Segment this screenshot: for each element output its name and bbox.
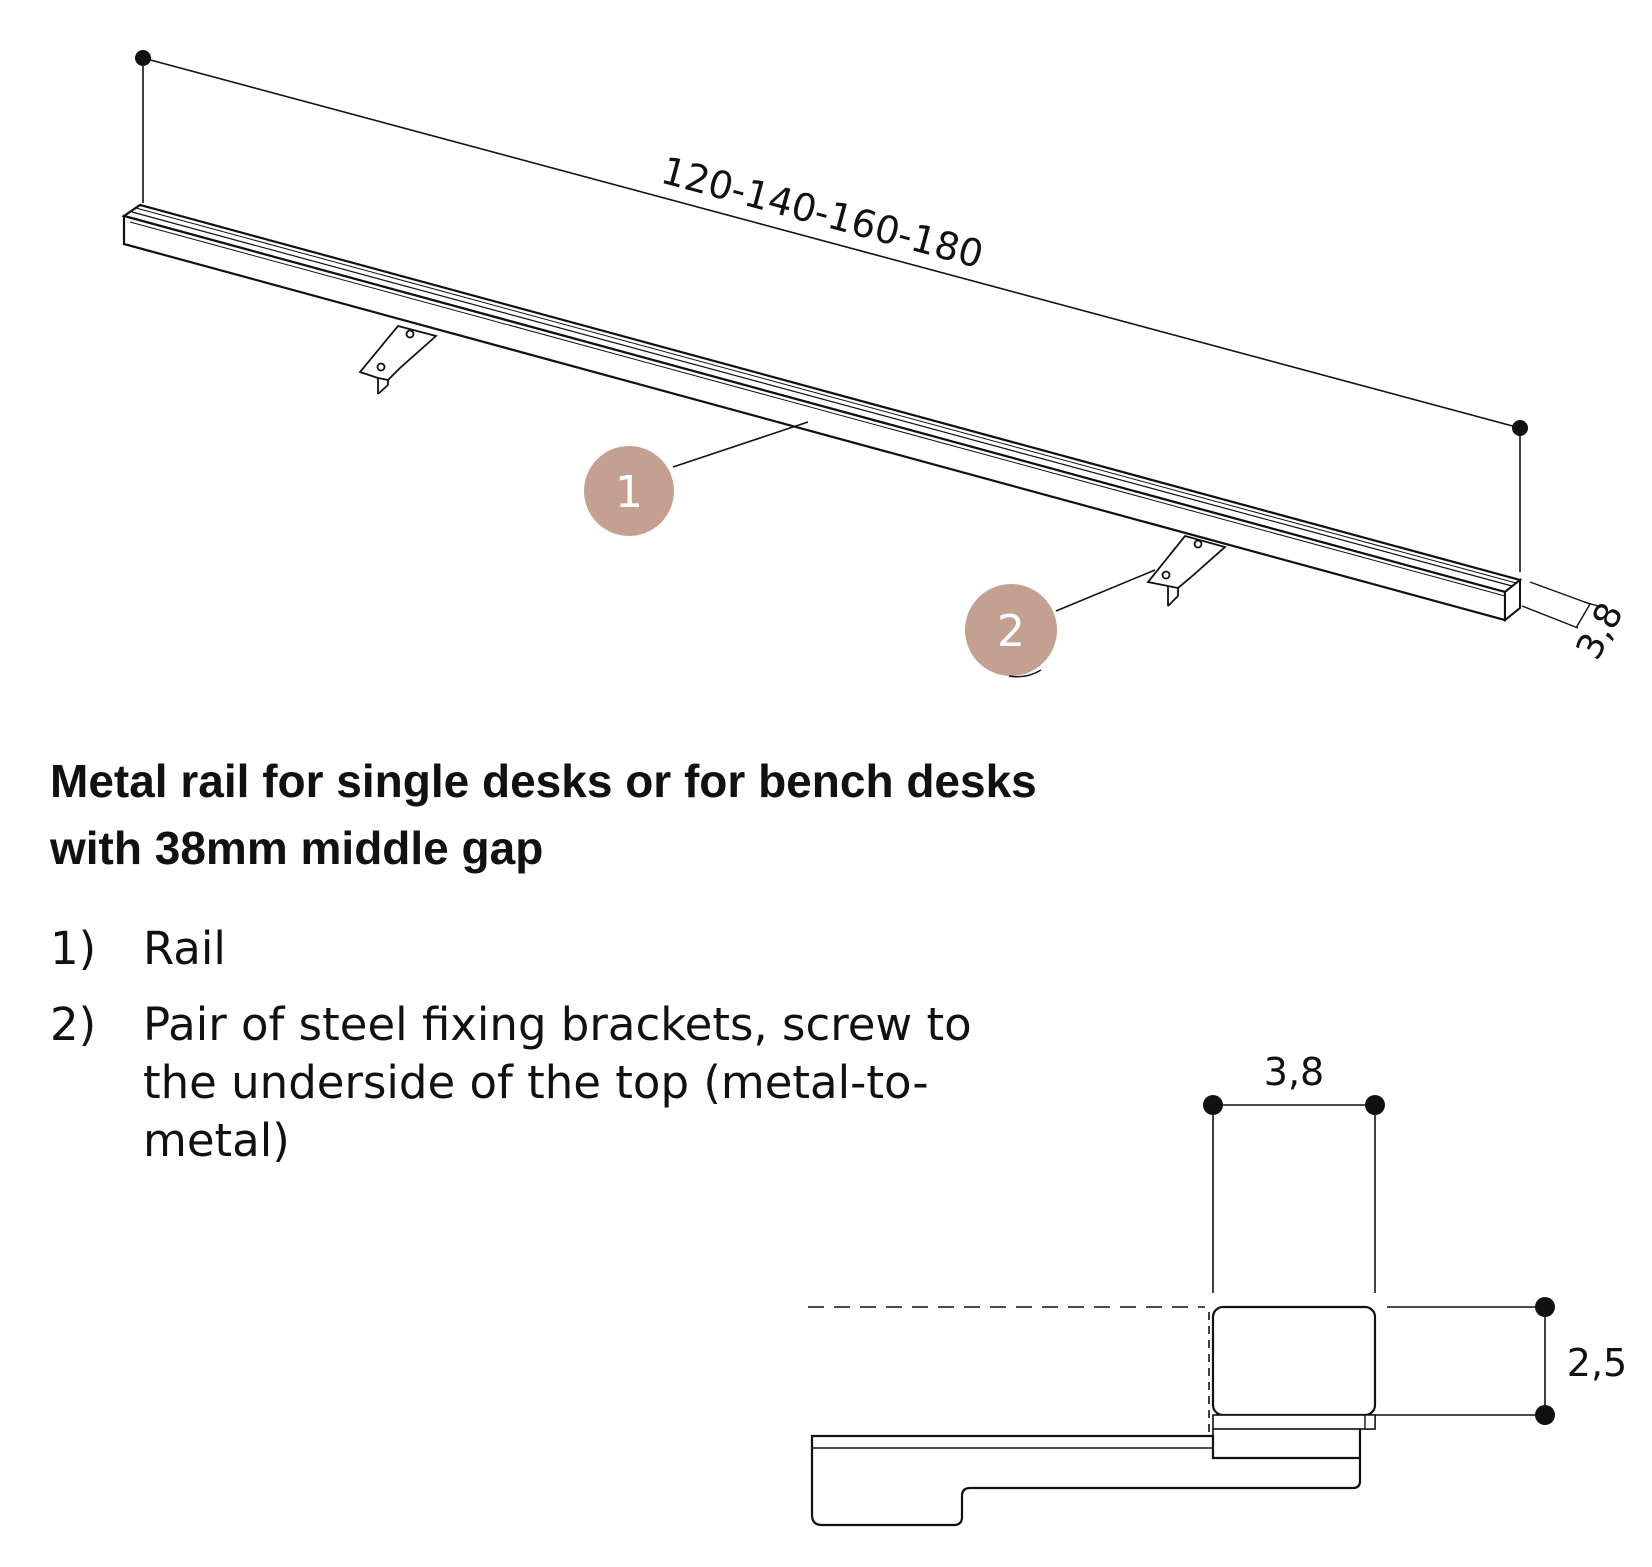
- dimension-dot: [1512, 420, 1528, 436]
- section-width-label: 3,8: [1264, 1050, 1324, 1094]
- component-list: 1) Rail 2) Pair of steel fixing brackets…: [50, 920, 1050, 1188]
- callout-1-leader: [672, 421, 809, 468]
- product-heading: Metal rail for single desks or for bench…: [50, 755, 1037, 874]
- end-width-dimension-label: 3,8: [1569, 596, 1632, 666]
- length-dimension-line: [142, 57, 1521, 429]
- callout-2-leader: [1055, 569, 1156, 612]
- rail-cross-section: [808, 1095, 1555, 1527]
- callout-2: 2: [965, 584, 1057, 678]
- bracket-left: [358, 324, 438, 395]
- dimension-dot: [135, 50, 151, 66]
- section-height-label: 2,5: [1567, 1341, 1627, 1385]
- length-dimension-label: 120-140-160-180: [657, 148, 988, 277]
- list-item-number: 1): [50, 922, 97, 975]
- dimension-dot: [1535, 1297, 1555, 1317]
- rail: [121, 203, 1523, 623]
- callout-badge: [965, 584, 1057, 676]
- rail-profile: [1211, 1305, 1377, 1417]
- list-item-text: Pair of steel fixing brackets, screw to …: [143, 998, 972, 1167]
- end-width-extension-line: [1529, 581, 1591, 605]
- list-item-number: 2): [50, 998, 97, 1051]
- list-item-text: Rail: [143, 922, 226, 975]
- callout-number: 1: [615, 467, 643, 518]
- end-width-extension-line: [1521, 605, 1579, 629]
- list-item: 2) Pair of steel fixing brackets, screw …: [50, 996, 1050, 1170]
- rail-isometric-view: [121, 50, 1599, 629]
- callout-1: 1: [584, 446, 674, 536]
- dimension-dot: [1365, 1095, 1385, 1115]
- callout-badge: [584, 446, 674, 536]
- end-width-dimension-line: [1575, 603, 1591, 629]
- dimension-dot: [1535, 1405, 1555, 1425]
- callout-number: 2: [997, 606, 1025, 657]
- dimension-dot: [1203, 1095, 1223, 1115]
- bracket-right: [1146, 534, 1227, 607]
- bracket-profile: [810, 1429, 1362, 1527]
- list-item: 1) Rail: [50, 920, 1050, 978]
